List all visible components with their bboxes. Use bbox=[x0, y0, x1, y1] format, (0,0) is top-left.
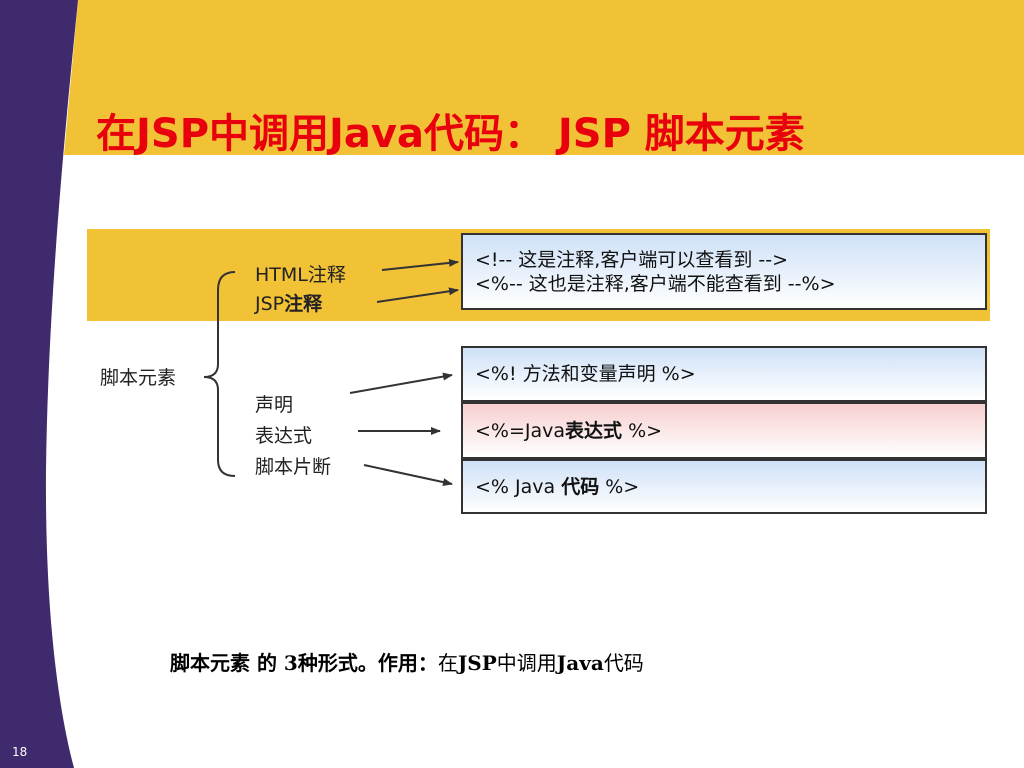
slide-title: 在JSP中调用Java代码： JSP 脚本元素 bbox=[96, 111, 805, 157]
caption-part4: 中调用 bbox=[496, 651, 557, 675]
expression-box-text: <%=Java表达式 %> bbox=[475, 419, 662, 443]
caption-part3: JSP bbox=[457, 651, 497, 675]
expression-box-bold: 表达式 bbox=[565, 419, 623, 442]
yellow-banner bbox=[64, 0, 1024, 155]
html-comment-label: HTML注释 bbox=[255, 264, 346, 286]
scriptlet-box-bold: 代码 bbox=[561, 475, 600, 498]
jsp-comment-label-prefix: JSP bbox=[255, 293, 285, 315]
page-number: 18 bbox=[12, 745, 28, 759]
scriptlet-box-text: <% Java 代码 %> bbox=[475, 475, 639, 499]
declaration-label: 声明 bbox=[255, 394, 294, 416]
expression-box: <%=Java表达式 %> bbox=[461, 402, 987, 459]
scriptlet-box: <% Java 代码 %> bbox=[461, 459, 987, 514]
caption-part6: 代码 bbox=[603, 651, 644, 675]
comment-box-line1: <!-- 这是注释,客户端可以查看到 --> bbox=[475, 248, 788, 271]
scriptlet-label: 脚本片断 bbox=[255, 456, 332, 478]
caption-part1: 脚本元素 的 3种形式。作用： bbox=[170, 651, 438, 675]
expression-box-suffix: %> bbox=[622, 419, 663, 442]
scriptlet-box-prefix: <% Java bbox=[475, 475, 562, 498]
declaration-box: <%! 方法和变量声明 %> bbox=[461, 346, 987, 402]
purple-sidebar bbox=[0, 0, 78, 768]
root-label: 脚本元素 bbox=[100, 367, 177, 389]
declaration-box-text: <%! 方法和变量声明 %> bbox=[475, 363, 696, 385]
expression-label: 表达式 bbox=[255, 425, 313, 447]
caption: 脚本元素 的 3种形式。作用：在JSP中调用Java代码 bbox=[170, 648, 930, 678]
caption-part5: Java bbox=[556, 651, 604, 675]
expression-box-prefix: <%=Java bbox=[475, 419, 566, 442]
comment-box: <!-- 这是注释,客户端可以查看到 --> <%-- 这也是注释,客户端不能查… bbox=[461, 233, 987, 310]
jsp-comment-label-bold: 注释 bbox=[284, 293, 323, 315]
caption-part2: 在 bbox=[437, 651, 458, 675]
comment-box-line2: <%-- 这也是注释,客户端不能查看到 --%> bbox=[475, 272, 836, 295]
jsp-comment-label: JSP注释 bbox=[255, 292, 322, 316]
scriptlet-box-suffix: %> bbox=[599, 475, 640, 498]
